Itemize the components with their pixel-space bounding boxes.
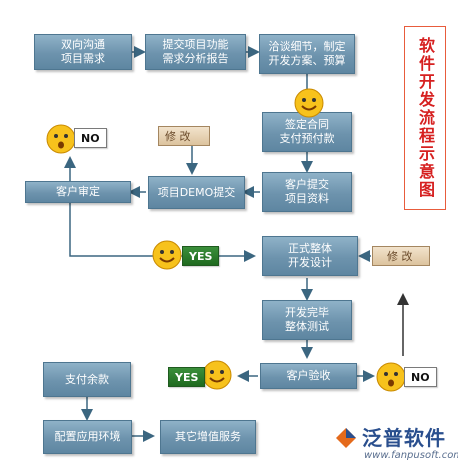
node-demo-submit: 项目DEMO提交 (148, 176, 245, 209)
brand-url: www.fanpusoft.com (364, 450, 458, 461)
node-acceptance: 客户验收 (260, 363, 357, 389)
no-label-top: NO (74, 128, 107, 148)
no-label-bottom: NO (404, 367, 437, 387)
modify-tag-mid: 修 改 (372, 246, 430, 266)
node-pay-balance: 支付余款 (43, 362, 131, 397)
surprised-face-icon (376, 362, 406, 392)
node-communicate: 双向沟通 项目需求 (34, 34, 132, 70)
modify-tag-top-label: 修 改 (165, 130, 191, 143)
node-dev-complete: 开发完毕 整体测试 (262, 300, 352, 340)
brand-logo: 泛普软件 www.fanpusoft.com (328, 418, 458, 466)
diagram-title-box: 软件开发流程示意图 (404, 26, 446, 210)
node-submit-analysis: 提交项目功能 需求分析报告 (145, 34, 246, 70)
yes-label-bottom: YES (168, 367, 206, 387)
modify-tag-mid-label: 修 改 (387, 250, 413, 263)
waving-smiley-icon (152, 240, 182, 270)
node-customer-review: 客户审定 (25, 181, 131, 203)
diagram-title: 软件开发流程示意图 (416, 37, 435, 199)
surprised-face-icon (46, 124, 76, 154)
modify-tag-top: 修 改 (158, 126, 210, 146)
node-value-added: 其它增值服务 (160, 420, 256, 454)
brand-logo-icon (336, 428, 356, 448)
smiley-icon (294, 88, 324, 118)
brand-name: 泛普软件 (362, 426, 446, 450)
node-customer-submit: 客户提交 项目资料 (262, 172, 352, 212)
yes-label-mid: YES (182, 246, 220, 266)
node-deploy: 配置应用环境 (43, 420, 132, 454)
node-negotiate: 洽谈细节，制定 开发方案、预算 (259, 34, 355, 74)
node-formal-design: 正式整体 开发设计 (262, 236, 358, 276)
